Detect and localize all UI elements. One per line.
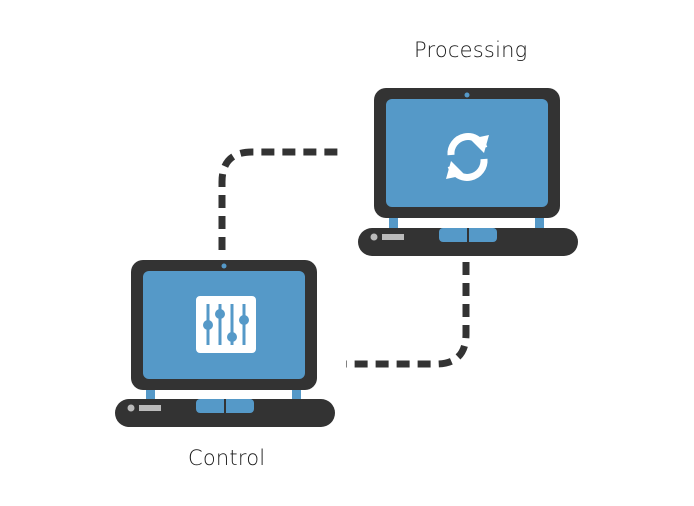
control-label: Control: [188, 446, 266, 470]
sync-arrows-icon: [446, 133, 489, 181]
hinge-left: [146, 390, 155, 401]
webcam-dot: [464, 92, 470, 98]
processing-laptop: [358, 88, 578, 256]
connector-processing-to-control: [346, 262, 470, 368]
processing-label: Processing: [414, 38, 528, 62]
webcam-dot: [221, 263, 227, 269]
hinge-right: [292, 390, 301, 401]
indicator-bar: [382, 234, 404, 240]
power-light: [370, 233, 378, 241]
indicator-bar: [139, 405, 161, 411]
screen: [386, 99, 548, 207]
control-laptop: [115, 260, 335, 427]
sliders-icon-bg: [196, 296, 256, 353]
sliders-icon: [196, 296, 256, 353]
power-light: [127, 404, 135, 412]
hinge-right: [535, 218, 544, 229]
hinge-left: [389, 218, 398, 229]
connector-control-to-processing: [218, 148, 344, 250]
